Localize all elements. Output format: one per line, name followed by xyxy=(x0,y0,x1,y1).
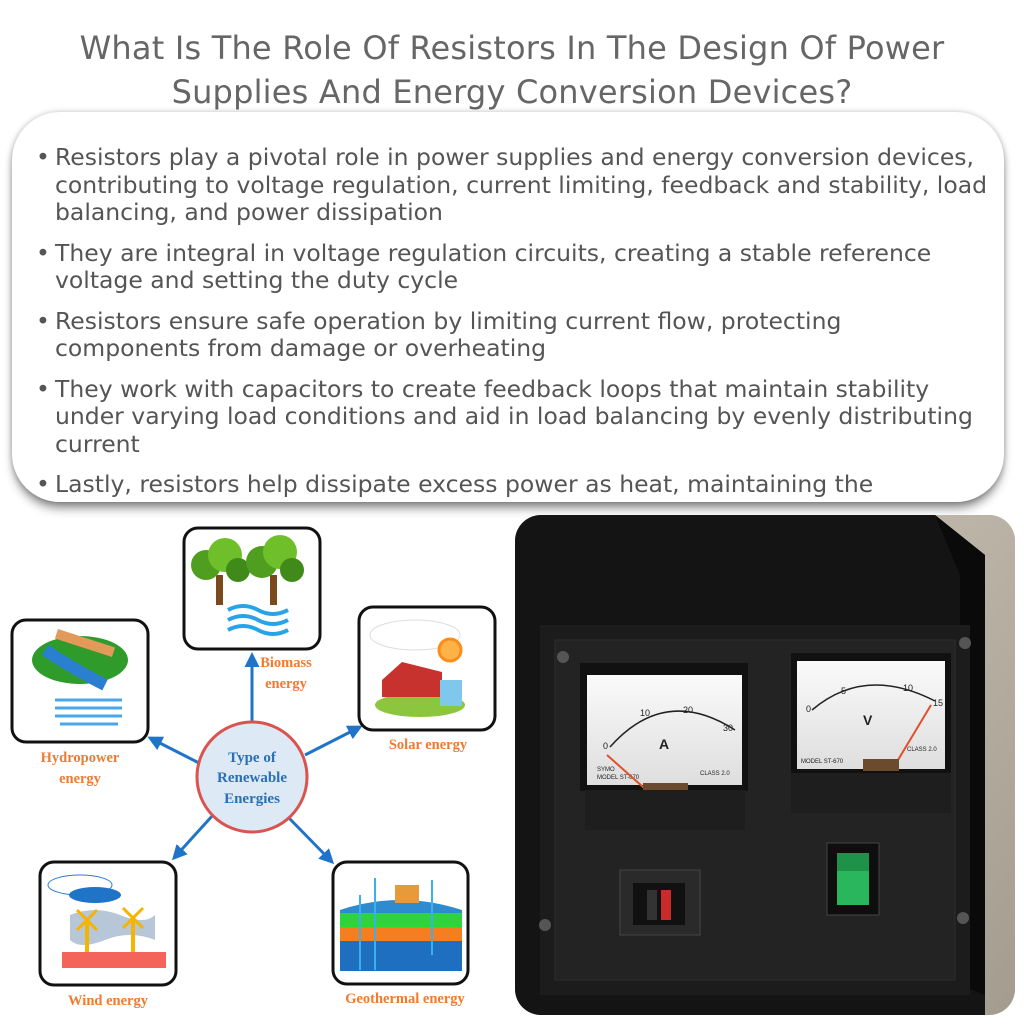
label-text: 0 xyxy=(603,741,608,751)
trees-icon xyxy=(191,535,304,636)
ammeter: 0 10 20 30 A SYMO MODEL ST-670 CLASS 2.0 xyxy=(580,663,748,796)
power-switch[interactable] xyxy=(826,842,880,916)
bullet-card: Resistors play a pivotal role in power s… xyxy=(12,112,1004,502)
voltmeter: 0 5 10 15 V MODEL ST-670 CLASS 2.0 xyxy=(791,653,951,775)
label-text: CLASS 2.0 xyxy=(700,771,730,777)
arrows xyxy=(147,652,363,865)
label-text: 15 xyxy=(933,698,943,708)
label-text: energy xyxy=(265,676,308,692)
center-line: Renewable xyxy=(217,770,287,786)
arrow-hydropower xyxy=(147,736,200,765)
center-line: Type of xyxy=(228,750,277,766)
screws xyxy=(539,637,971,931)
label-text: Wind energy xyxy=(68,993,149,1009)
renewable-energy-diagram: Type of Renewable Energies Biomass energ… xyxy=(0,515,510,1024)
label-text: 10 xyxy=(903,683,913,693)
label-text: Hydropower xyxy=(41,750,120,766)
voltmeter-needle xyxy=(894,704,932,766)
label-text: CLASS 2.0 xyxy=(907,747,937,753)
node-wind: Wind energy xyxy=(38,860,178,1009)
node-hydropower: Hydropower energy xyxy=(10,618,150,787)
bullet-item: They are integral in voltage regulation … xyxy=(36,239,994,295)
geothermal-icon xyxy=(340,878,462,971)
label-text: 30 xyxy=(723,723,733,733)
arrow-wind xyxy=(171,813,215,861)
label-text: 20 xyxy=(683,705,693,715)
power-supply-photo: 0 10 20 30 A SYMO MODEL ST-670 CLASS 2.0… xyxy=(515,515,1015,1015)
label-text: 0 xyxy=(806,704,811,714)
label-text: 5 xyxy=(841,686,846,696)
wind-turbine-icon xyxy=(47,874,166,968)
center-node: Type of Renewable Energies xyxy=(195,720,309,834)
bullet-item: Resistors play a pivotal role in power s… xyxy=(36,143,994,227)
arrow-solar xyxy=(304,725,363,757)
bullet-item: Resistors ensure safe operation by limit… xyxy=(36,307,994,363)
bullet-list: Resistors play a pivotal role in power s… xyxy=(12,112,1004,499)
hydropower-icon xyxy=(32,628,128,726)
ammeter-unit: A xyxy=(659,736,669,752)
node-geothermal: Geothermal energy xyxy=(331,860,470,1007)
solar-farm-icon xyxy=(369,619,465,717)
voltmeter-unit: V xyxy=(863,712,873,728)
label-text: 10 xyxy=(640,708,650,718)
label-text: Biomass xyxy=(260,655,312,671)
bullet-item: They work with capacitors to create feed… xyxy=(36,375,994,459)
page-title: What Is The Role Of Resistors In The Des… xyxy=(79,29,945,111)
bullet-item: Lastly, resistors help dissipate excess … xyxy=(36,470,994,499)
arrow-geothermal xyxy=(286,815,335,865)
label-text: energy xyxy=(59,771,102,787)
node-solar: Solar energy xyxy=(357,605,497,753)
label-text: MODEL ST-670 xyxy=(597,775,640,781)
label-text: SYMO xyxy=(597,767,615,773)
label-text: Solar energy xyxy=(389,737,468,753)
binding-post-socket[interactable] xyxy=(619,869,701,936)
label-text: MODEL ST-670 xyxy=(801,759,844,765)
center-line: Energies xyxy=(224,791,280,807)
node-biomass: Biomass energy xyxy=(182,526,322,692)
label-text: Geothermal energy xyxy=(345,991,465,1007)
